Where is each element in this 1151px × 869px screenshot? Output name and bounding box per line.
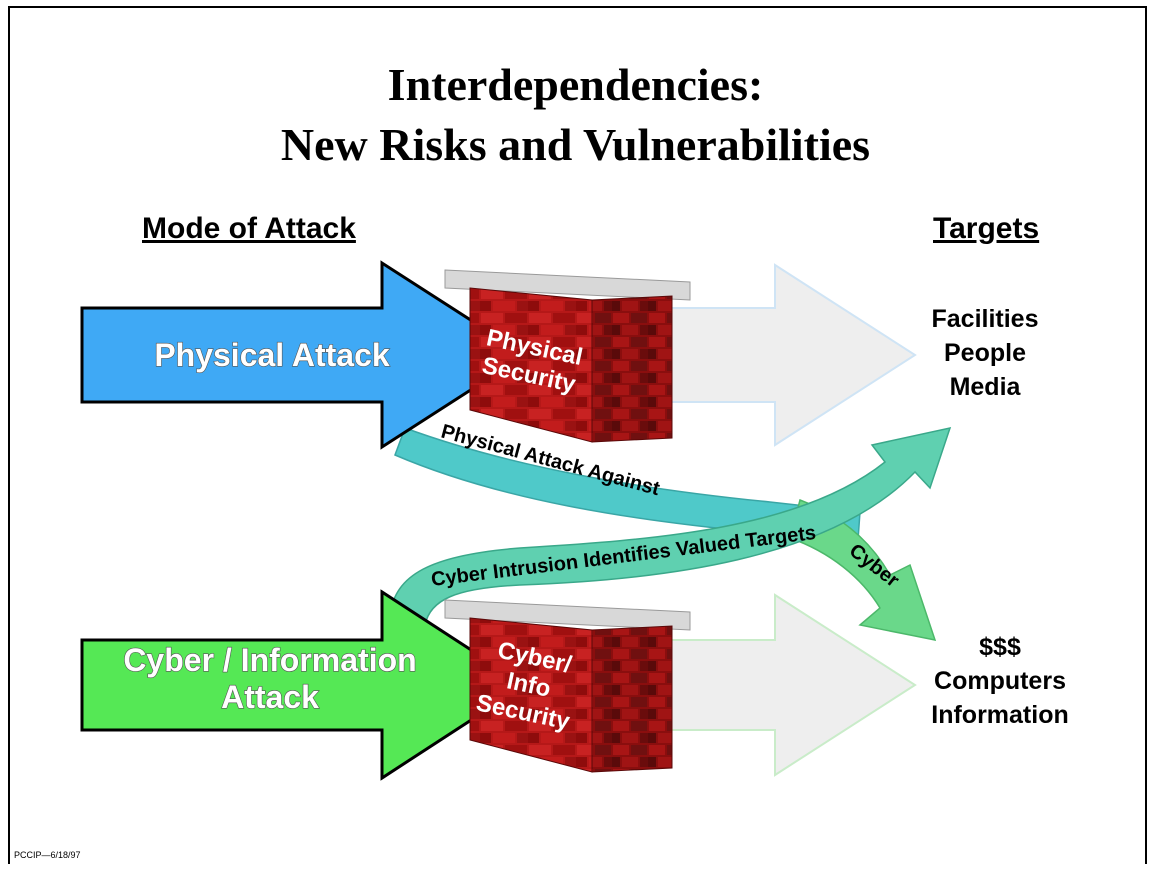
target-money: $$$ <box>979 633 1021 661</box>
mode-of-attack-heading: Mode of Attack <box>142 212 356 245</box>
physical-attack-arrow <box>80 260 528 450</box>
cyber-attack-label-line-1: Cyber / Information <box>123 642 416 678</box>
cyber-info-security-wall <box>444 599 691 773</box>
cyber-attack-label-line-2: Attack <box>221 679 319 715</box>
target-media: Media <box>949 373 1021 401</box>
cyber-intrusion-arrow <box>389 426 952 626</box>
target-people: People <box>944 339 1026 367</box>
target-facilities: Facilities <box>931 305 1039 333</box>
footer-code: PCCIP—6/18/97 <box>14 850 81 860</box>
title-line-1: Interdependencies: <box>387 59 764 110</box>
target-computers: Computers <box>934 667 1066 695</box>
slide-frame <box>8 6 1147 864</box>
target-information: Information <box>931 701 1069 729</box>
physical-security-wall <box>444 269 691 443</box>
cyber-attack-arrow <box>80 589 528 781</box>
targets-top-list: Facilities People Media <box>900 302 1070 404</box>
physical-attack-label: Physical Attack <box>154 337 390 373</box>
title-line-2: New Risks and Vulnerabilities <box>280 119 871 170</box>
targets-heading: Targets <box>933 212 1040 245</box>
targets-bottom-list: $$$ Computers Information <box>895 630 1105 732</box>
